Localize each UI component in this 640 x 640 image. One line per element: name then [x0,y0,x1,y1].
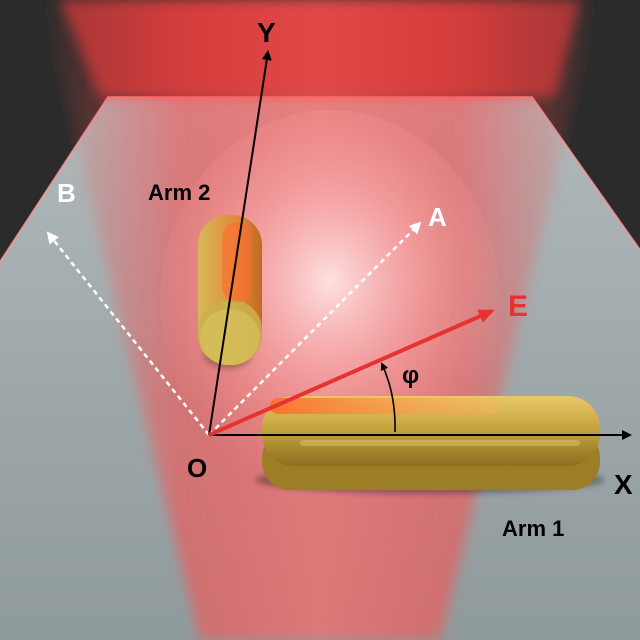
angle-arc [380,362,396,433]
vector-a-label: A [428,202,447,232]
nanorod-arm-2 [198,215,262,369]
angle-label: φ [402,362,419,389]
nanorod-arm-1 [255,396,605,494]
arm-2-label: Arm 2 [148,180,210,205]
laser-beam-top [60,0,580,97]
vector-b-line [46,231,210,436]
vector-e-line [208,309,495,437]
vector-a-line [208,221,422,436]
y-axis-label: Y [257,17,276,48]
y-axis-line [208,50,272,436]
x-axis-label: X [614,469,633,500]
vector-b-label: B [57,178,76,208]
origin-label: O [187,453,207,483]
vector-e-label: E [508,290,528,323]
arm-1-label: Arm 1 [502,516,564,541]
